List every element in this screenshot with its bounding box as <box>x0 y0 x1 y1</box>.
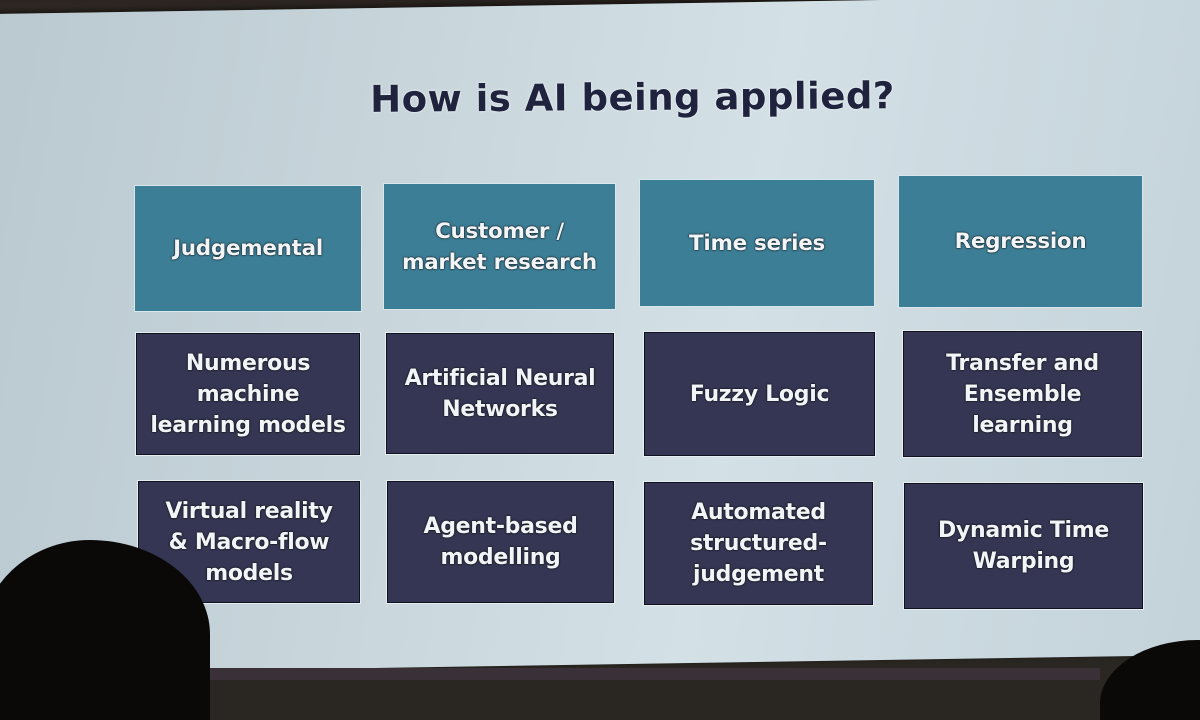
tile-customer-market-research: Customer / market research <box>383 183 616 310</box>
tile-fuzzy-logic: Fuzzy Logic <box>643 331 876 457</box>
tile-label: Time series <box>689 230 825 256</box>
tile-virtual-reality-macro-flow: Virtual reality & Macro-flow models <box>137 480 361 604</box>
tile-dynamic-time-warping: Dynamic Time Warping <box>903 482 1144 610</box>
screen-bottom-edge <box>200 668 1100 680</box>
tile-label: Automated structured- judgement <box>690 500 827 587</box>
tile-label: Fuzzy Logic <box>689 381 830 407</box>
tile-label: Virtual reality & Macro-flow models <box>165 498 333 586</box>
tile-label: Artificial Neural Networks <box>404 365 596 422</box>
tile-label: Transfer and Ensemble learning <box>946 350 1099 438</box>
tile-label: Numerous machine learning models <box>150 350 346 438</box>
tile-label: Regression <box>954 229 1087 254</box>
tile-agent-based-modelling: Agent-based modelling <box>386 480 615 604</box>
slide-title: How is AI being applied? <box>370 74 895 121</box>
tile-judgemental: Judgemental <box>134 185 362 312</box>
tile-automated-structured-judgement: Automated structured- judgement <box>643 481 874 606</box>
tile-time-series: Time series <box>639 179 875 307</box>
tile-numerous-ml-models: Numerous machine learning models <box>135 332 361 456</box>
tile-label: Judgemental <box>173 236 323 261</box>
tile-transfer-ensemble-learning: Transfer and Ensemble learning <box>902 330 1143 458</box>
tile-regression: Regression <box>898 175 1143 308</box>
tile-artificial-neural-networks: Artificial Neural Networks <box>385 332 615 455</box>
tile-label: Agent-based modelling <box>423 514 578 570</box>
tile-label: Customer / market research <box>402 218 597 275</box>
tile-label: Dynamic Time Warping <box>937 518 1110 574</box>
